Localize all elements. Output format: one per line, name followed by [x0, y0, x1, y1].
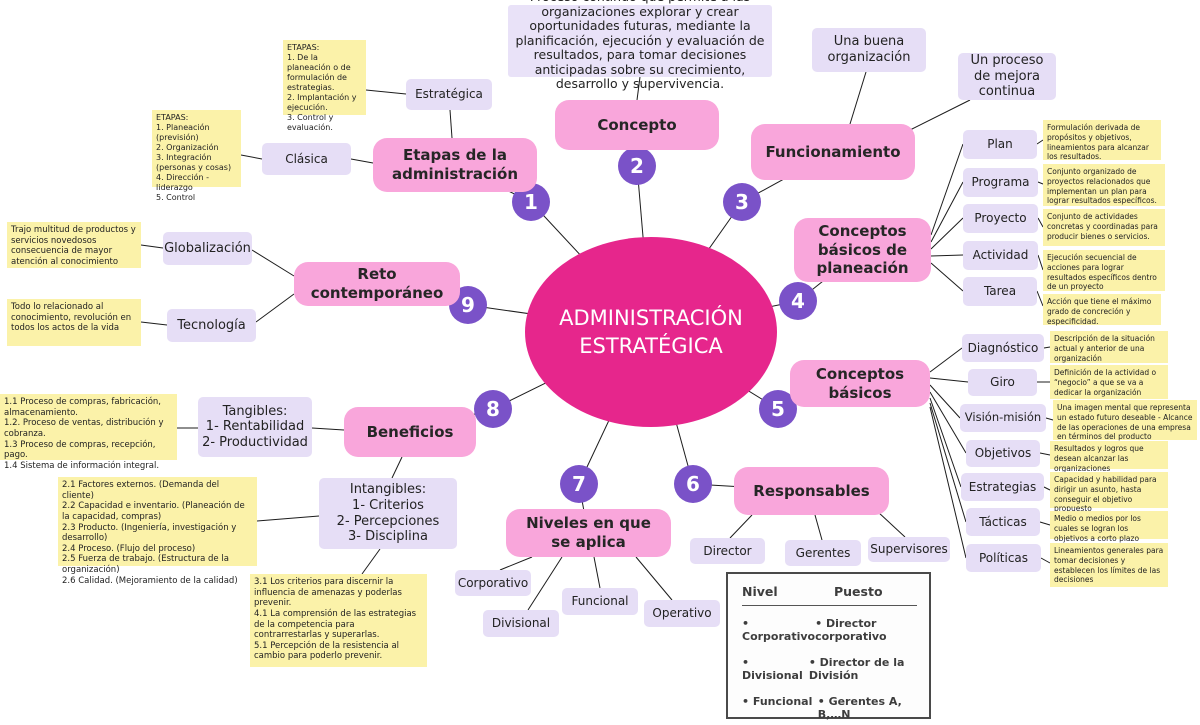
note-giro: Definición de la actividad o “negocio” a…: [1050, 365, 1168, 399]
note-objetivos: Resultados y logros que desean alcanzar …: [1050, 441, 1168, 473]
node-programa: Programa: [963, 168, 1038, 197]
node-funcional: Funcional: [562, 588, 638, 615]
node-vision-mision: Visión-misión: [960, 404, 1046, 432]
branch-responsables: Responsables: [734, 467, 889, 515]
table-row: • Corporativo • Director corporativo: [742, 617, 887, 643]
note-etapas-estrategica: ETAPAS: 1. De la planeación o de formula…: [283, 40, 366, 132]
node-estrategias: Estrategias: [961, 473, 1044, 501]
note-tecnologia: Todo lo relacionado al conocimiento, rev…: [7, 299, 141, 346]
node-actividad: Actividad: [963, 241, 1038, 270]
branch-conceptos-planeacion: Conceptos básicos de planeación: [794, 218, 931, 282]
node-diagnostico: Diagnóstico: [962, 334, 1044, 362]
note-tacticas: Medio o medios por los cuales se logran …: [1050, 511, 1168, 543]
branch-etapas-administracion: Etapas de la administración: [373, 138, 537, 192]
nivel-puesto-table: Nivel Puesto • Corporativo • Director co…: [726, 572, 931, 721]
node-corporativo: Corporativo: [455, 570, 531, 596]
node-intangibles: Intangibles: 1- Criterios 2- Percepcione…: [319, 478, 457, 549]
central-topic: ADMINISTRACIÓN ESTRATÉGICA: [525, 237, 777, 427]
node-supervisores: Supervisores: [868, 537, 950, 562]
table-row: • Divisional • Director de la División: [742, 656, 905, 682]
branch-number-2: 2: [618, 147, 656, 185]
note-intangibles: 2.1 Factores externos. (Demanda del clie…: [58, 477, 257, 586]
node-proyecto: Proyecto: [963, 204, 1038, 233]
branch-funcionamiento: Funcionamiento: [751, 124, 915, 180]
table-header-nivel: Nivel: [742, 584, 778, 599]
branch-number-3: 3: [723, 183, 761, 221]
node-globalizacion: Globalización: [163, 232, 252, 265]
note-diagnostico: Descripción de la situación actual y ant…: [1050, 331, 1168, 363]
note-politicas: Lineamientos generales para tomar decisi…: [1050, 543, 1168, 587]
branch-number-6: 6: [674, 465, 712, 503]
note-etapas-clasica: ETAPAS: 1. Planeación (previsión) 2. Org…: [152, 110, 241, 202]
node-tangibles: Tangibles: 1- Rentabilidad 2- Productivi…: [198, 397, 312, 457]
node-gerentes: Gerentes: [785, 540, 861, 566]
node-director: Director: [690, 538, 765, 564]
note-criterios-prevencion: 3.1 Los criterios para discernir la infl…: [250, 574, 427, 667]
note-estrategias: Capacidad y habilidad para dirigir un as…: [1050, 472, 1168, 513]
note-globalizacion: Trajo multitud de productos y servicios …: [7, 222, 141, 268]
note-concepto-definicion: Proceso continuo que permite a las organ…: [508, 0, 772, 91]
node-objetivos: Objetivos: [966, 440, 1040, 467]
table-header-row: Nivel Puesto: [742, 584, 917, 606]
node-clasica: Clásica: [262, 143, 351, 175]
node-tacticas: Tácticas: [966, 508, 1040, 536]
table-header-puesto: Puesto: [834, 584, 883, 599]
node-buena-organizacion: Una buena organización: [812, 28, 926, 72]
node-estrategica: Estratégica: [406, 79, 492, 110]
node-operativo: Operativo: [644, 600, 720, 627]
node-tecnologia: Tecnología: [167, 309, 256, 342]
table-row: • Funcional • Gerentes A, B,…N: [742, 695, 902, 721]
branch-number-7: 7: [560, 465, 598, 503]
note-plan: Formulación derivada de propósitos y obj…: [1043, 120, 1161, 161]
note-programa: Conjunto organizado de proyectos relacio…: [1043, 164, 1165, 206]
note-tangibles: 1.1 Proceso de compras, fabricación, alm…: [0, 394, 177, 471]
node-tarea: Tarea: [963, 277, 1037, 306]
node-giro: Giro: [968, 369, 1037, 396]
branch-beneficios: Beneficios: [344, 407, 476, 457]
node-plan: Plan: [963, 130, 1037, 159]
node-mejora-continua: Un proceso de mejora continua: [958, 53, 1056, 100]
branch-number-8: 8: [474, 390, 512, 428]
note-tarea: Acción que tiene el máximo grado de conc…: [1043, 294, 1161, 326]
node-divisional: Divisional: [483, 610, 559, 637]
branch-reto-contemporaneo: Reto contemporáneo: [294, 262, 460, 306]
branch-concepto: Concepto: [555, 100, 719, 150]
branch-niveles-aplica: Niveles en que se aplica: [506, 509, 671, 557]
node-politicas: Políticas: [966, 544, 1041, 572]
note-actividad: Ejecución secuencial de acciones para lo…: [1043, 250, 1165, 291]
branch-conceptos-basicos: Conceptos básicos: [790, 360, 930, 407]
note-proyecto: Conjunto de actividades concretas y coor…: [1043, 209, 1165, 246]
branch-number-4: 4: [779, 282, 817, 320]
note-vision-mision: Una imagen mental que representa un esta…: [1053, 400, 1197, 441]
